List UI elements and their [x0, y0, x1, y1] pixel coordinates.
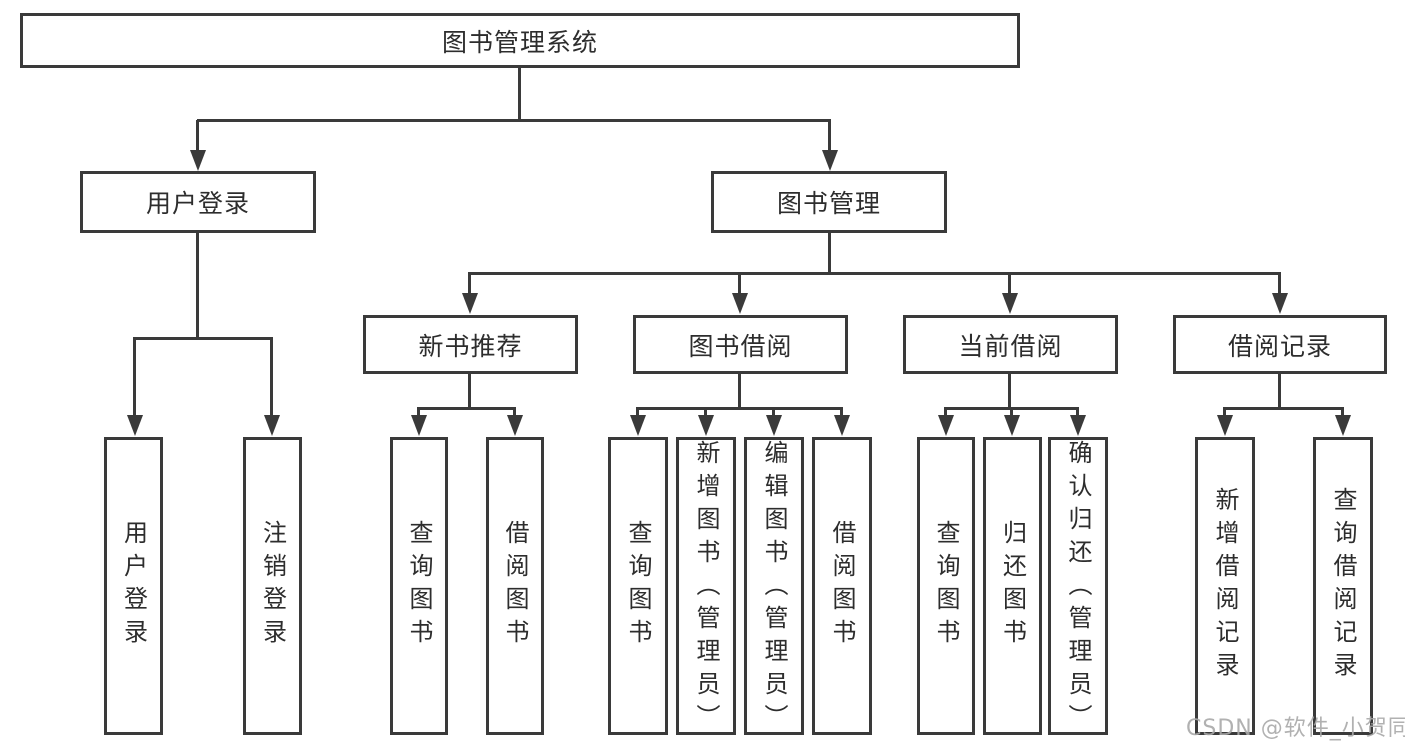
- node-new-book-recommend: 新书推荐: [363, 315, 578, 374]
- connector: [196, 233, 199, 338]
- connector: [270, 338, 273, 416]
- connector: [1076, 408, 1079, 416]
- connector: [468, 273, 471, 294]
- connector: [828, 233, 831, 273]
- leaf-edit-books-admin: 编辑图书（管理员）: [744, 437, 804, 737]
- node-borrow-records: 借阅记录: [1173, 315, 1387, 374]
- connector: [1341, 408, 1344, 416]
- connector: [1278, 273, 1281, 294]
- node-user-login: 用户登录: [80, 171, 316, 233]
- arrowhead: [1070, 415, 1086, 436]
- arrowhead: [1272, 293, 1288, 314]
- node-root: 图书管理系统: [20, 13, 1020, 68]
- arrowhead: [1004, 415, 1020, 436]
- node-book-borrowing: 图书借阅: [633, 315, 848, 374]
- connector: [738, 273, 741, 294]
- connector: [772, 408, 775, 416]
- arrowhead: [1217, 415, 1233, 436]
- connector: [1278, 374, 1281, 408]
- connector: [944, 408, 947, 416]
- leaf-borrow-books-borrowing: 借阅图书: [812, 437, 872, 735]
- connector: [1223, 408, 1226, 416]
- arrowhead: [127, 415, 143, 436]
- arrowhead: [190, 150, 206, 171]
- connector: [1223, 407, 1344, 410]
- leaf-query-books-recommend: 查询图书: [390, 437, 448, 735]
- arrowhead: [698, 415, 714, 436]
- arrowhead: [822, 150, 838, 171]
- leaf-user-login: 用户登录: [104, 437, 163, 735]
- watermark: CSDN @软件_小贺同学: [1186, 716, 1405, 741]
- arrowhead: [507, 415, 523, 436]
- leaf-query-books-current: 查询图书: [917, 437, 975, 735]
- leaf-return-books: 归还图书: [983, 437, 1042, 735]
- arrowhead: [834, 415, 850, 436]
- arrowhead: [1002, 293, 1018, 314]
- connector: [196, 120, 199, 151]
- node-current-borrowing: 当前借阅: [903, 315, 1118, 374]
- connector: [1008, 374, 1011, 408]
- arrowhead: [1335, 415, 1351, 436]
- leaf-query-borrow-record: 查询借阅记录: [1313, 437, 1373, 735]
- leaf-query-books-borrowing: 查询图书: [608, 437, 668, 735]
- connector: [513, 408, 516, 416]
- connector: [1008, 273, 1011, 294]
- connector: [704, 408, 707, 416]
- leaf-add-borrow-record: 新增借阅记录: [1195, 437, 1255, 735]
- connector: [417, 407, 516, 410]
- connector: [133, 337, 273, 340]
- connector: [468, 272, 1281, 275]
- arrowhead: [732, 293, 748, 314]
- connector: [133, 338, 136, 416]
- arrowhead: [462, 293, 478, 314]
- node-book-management: 图书管理: [711, 171, 947, 233]
- leaf-borrow-books-recommend: 借阅图书: [486, 437, 544, 735]
- arrowhead: [264, 415, 280, 436]
- connector: [468, 374, 471, 408]
- connector: [828, 120, 831, 151]
- connector: [636, 408, 639, 416]
- connector: [417, 408, 420, 416]
- connector: [197, 119, 831, 122]
- leaf-confirm-return-admin: 确认归还（管理员）: [1048, 437, 1108, 737]
- leaf-logout: 注销登录: [243, 437, 302, 735]
- connector: [1010, 408, 1013, 416]
- arrowhead: [411, 415, 427, 436]
- arrowhead: [630, 415, 646, 436]
- arrowhead: [766, 415, 782, 436]
- connector: [518, 68, 521, 120]
- connector: [738, 374, 741, 408]
- connector: [636, 407, 843, 410]
- leaf-add-books-admin: 新增图书（管理员）: [676, 437, 736, 737]
- connector: [840, 408, 843, 416]
- arrowhead: [938, 415, 954, 436]
